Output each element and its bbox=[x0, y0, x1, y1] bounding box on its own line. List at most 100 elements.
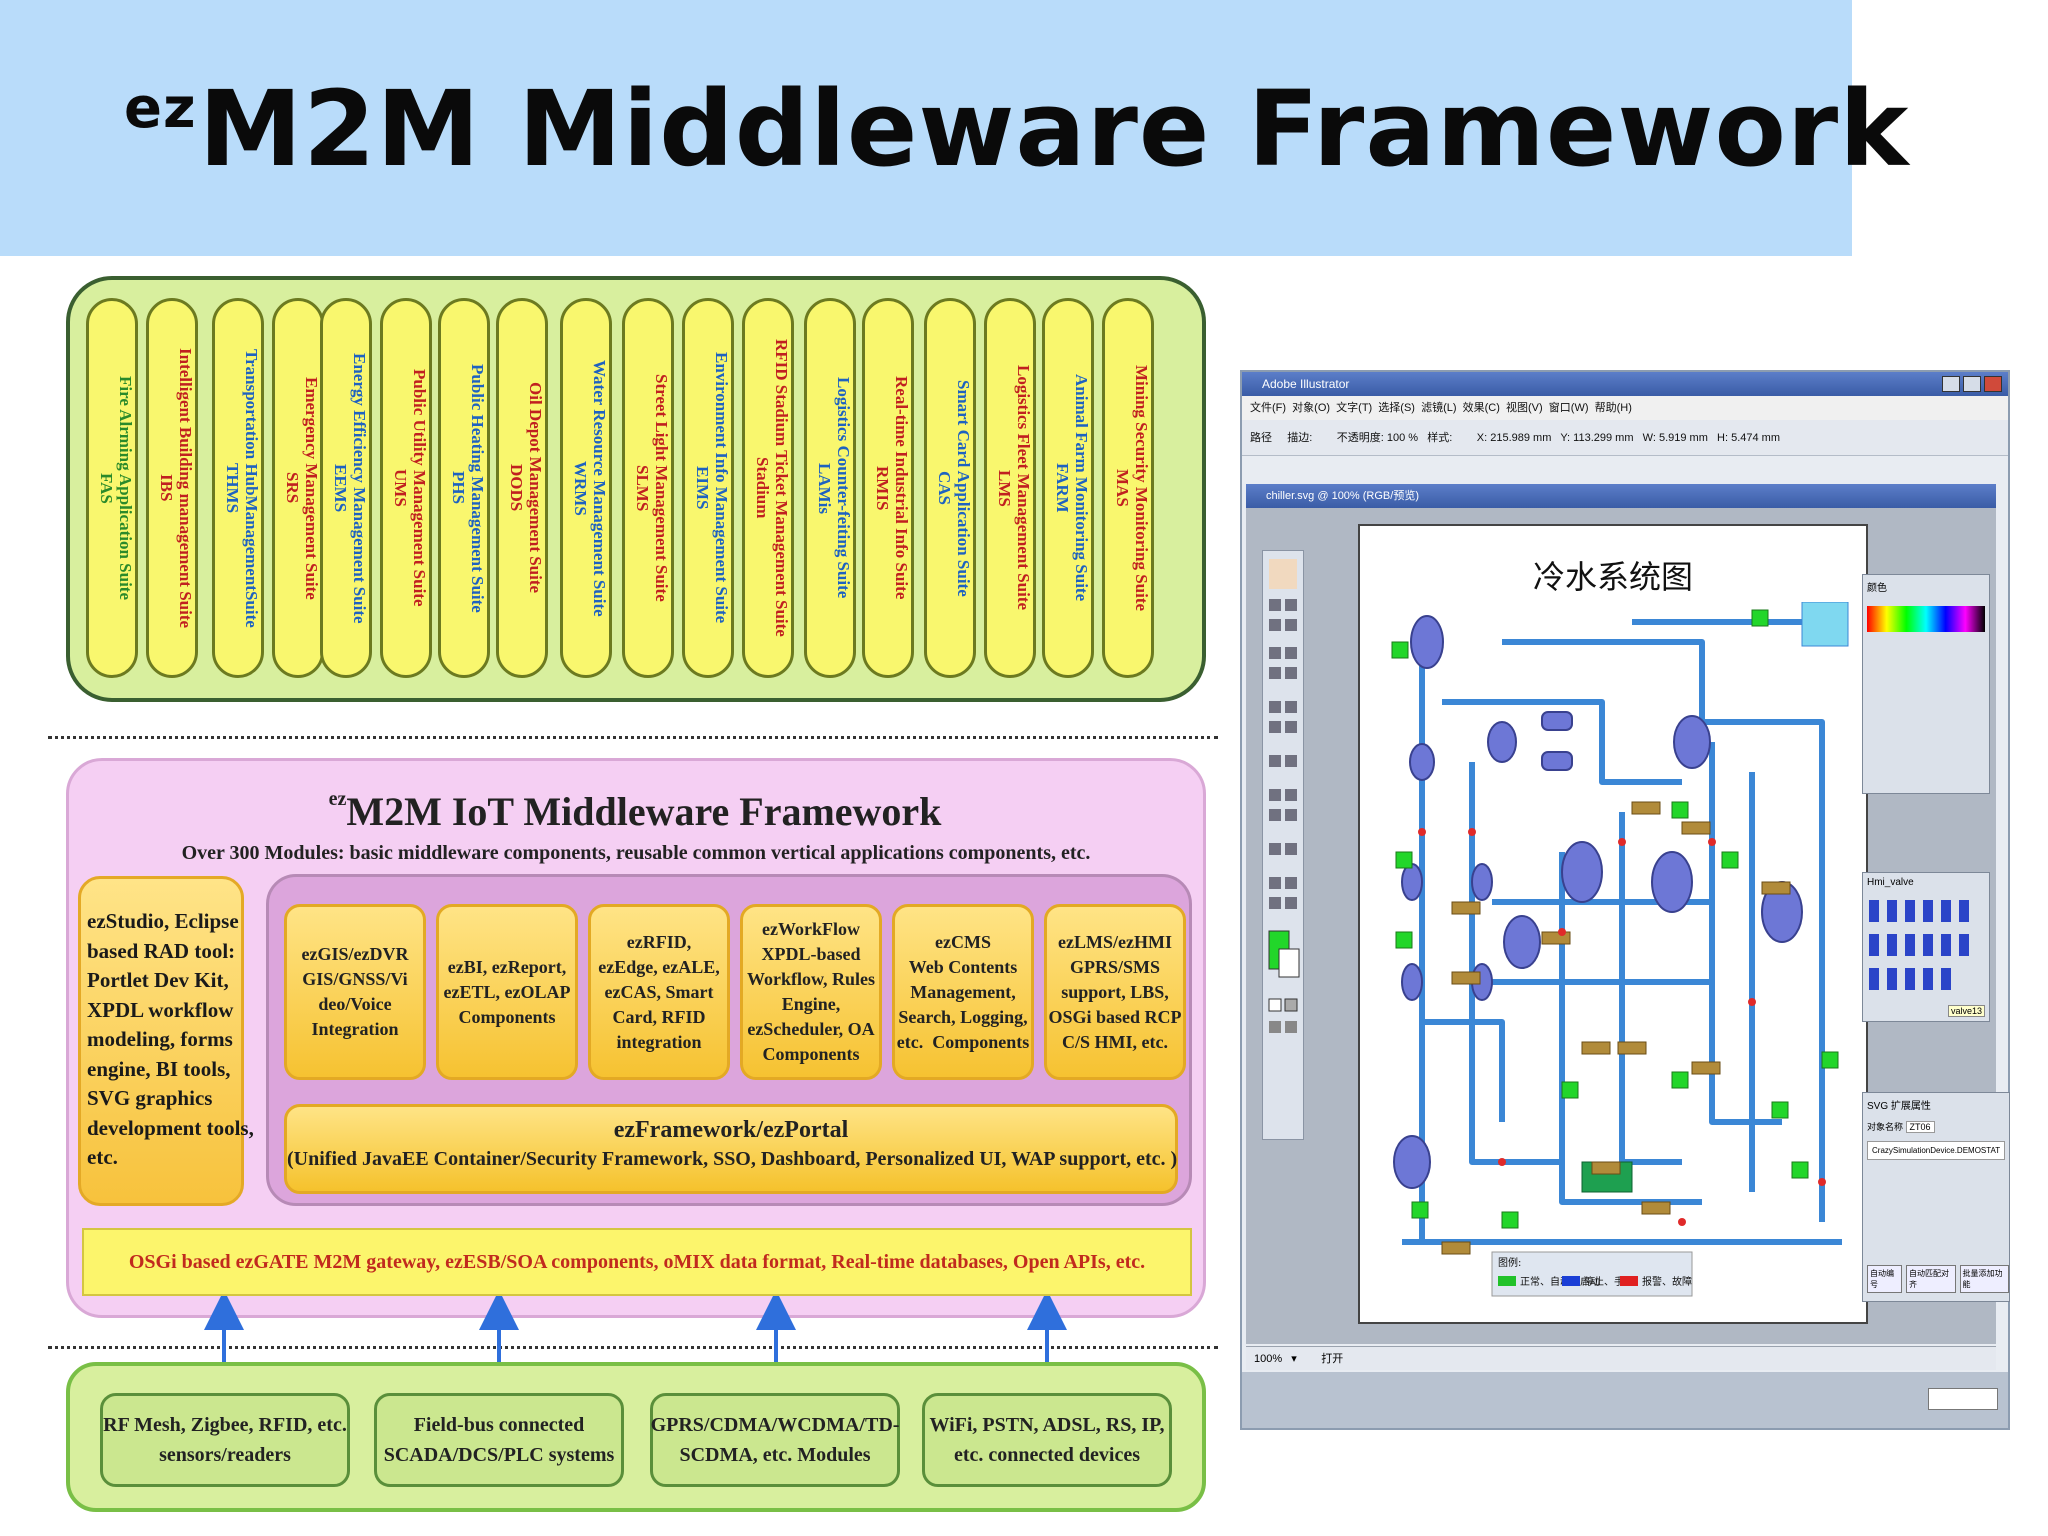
component-cms: ezCMS Web Contents Management, Search, L… bbox=[892, 904, 1034, 1080]
color-panel[interactable]: 颜色 bbox=[1862, 574, 1990, 794]
portal-description: (Unified JavaEE Container/Security Frame… bbox=[287, 1148, 1178, 1170]
suite-name: Logistics Counter-feiting Suite bbox=[834, 377, 853, 599]
portal-title: ezFramework/ezPortal bbox=[613, 1117, 849, 1143]
framework-subtitle: Over 300 Modules: basic middleware compo… bbox=[181, 842, 1091, 864]
suite-name: Intelligent Building management Suite bbox=[176, 347, 195, 629]
svg-properties-panel[interactable]: SVG 扩展属性 对象名称 ZT06 CrazySimulationDevice… bbox=[1862, 1092, 2010, 1302]
suite-code: THMS bbox=[223, 462, 242, 514]
suite-code: SRS bbox=[283, 472, 302, 504]
suite-code: MAS bbox=[1113, 469, 1132, 507]
symbols-panel[interactable]: Hmi_valve valve13 bbox=[1862, 872, 1990, 1022]
suite-name: RFID Stadium Ticket Management Suite bbox=[772, 339, 791, 637]
suite-name: Logistics Fleet Management Suite bbox=[1014, 365, 1033, 611]
suite-name: Mining Security Monitoring Suite bbox=[1132, 364, 1151, 612]
binding-field[interactable]: CrazySimulationDevice.DEMOSTAT bbox=[1867, 1141, 2005, 1160]
color-spectrum[interactable] bbox=[1867, 606, 1985, 632]
title-superscript: ez bbox=[124, 76, 197, 141]
suite-name: Real-time Industrial Info Suite bbox=[892, 376, 911, 600]
suite-name: Smart Card Application Suite bbox=[954, 379, 973, 597]
chiller-diagram[interactable]: 图例: 正常、自动、启动 停止、手动 报警、故障 bbox=[1382, 602, 1872, 1302]
suite-code: RMIS bbox=[873, 465, 892, 511]
component-gis-dvr: ezGIS/ezDVR GIS/GNSS/Vi deo/Voice Integr… bbox=[284, 904, 426, 1080]
valve-symbols[interactable] bbox=[1863, 892, 1989, 1012]
legend-title: 图例: bbox=[1498, 1256, 1521, 1269]
status-bar[interactable]: 100% ▾ 打开 bbox=[1246, 1346, 1996, 1370]
suite-name: Public Utility Management Suite bbox=[410, 369, 429, 607]
legend: 图例: 正常、自动、启动 停止、手动 报警、故障 bbox=[1491, 1251, 1693, 1297]
window-titlebar: Adobe Illustrator bbox=[1242, 372, 2008, 396]
svg-panel-title: SVG 扩展属性 bbox=[1867, 1101, 1931, 1112]
suite-name: Energy Efficiency Management Suite bbox=[350, 352, 369, 624]
symbols-panel-title: Hmi_valve bbox=[1867, 877, 1914, 888]
suite-code: EIMS bbox=[693, 466, 712, 510]
framework-portal-box: ezFramework/ezPortal (Unified JavaEE Con… bbox=[284, 1104, 1178, 1194]
color-panel-title: 颜色 bbox=[1867, 583, 1887, 594]
framework-title: ezM2M IoT Middleware Framework bbox=[0, 788, 1270, 835]
suite-name: Transportation HubManagementSuite bbox=[242, 348, 261, 628]
suite-name: Environment Info Management Suite bbox=[712, 352, 731, 624]
object-name-label: 对象名称 bbox=[1867, 1122, 1904, 1132]
suite-code: IBS bbox=[157, 474, 176, 502]
illustrator-screenshot: Adobe Illustrator 文件(F) 对象(O) 文字(T) 选择(S… bbox=[1240, 370, 2010, 1430]
suite-code: DODS bbox=[507, 464, 526, 512]
maximize-icon[interactable] bbox=[1963, 376, 1981, 392]
suite-name: Animal Farm Monitoring Suite bbox=[1072, 374, 1091, 602]
legend-swatch-1 bbox=[1498, 1276, 1516, 1286]
valve-tooltip: valve13 bbox=[1947, 1005, 1985, 1017]
suite-code: FAS bbox=[97, 472, 116, 504]
options-bar[interactable]: 路径 描边: 不透明度: 100 % 样式: X: 215.989 mm Y: … bbox=[1242, 420, 2008, 456]
suite-code: LAMis bbox=[815, 462, 834, 514]
suite-code: UMS bbox=[391, 469, 410, 507]
framework-title-superscript: ez bbox=[328, 788, 347, 810]
dotted-divider-bottom bbox=[48, 1346, 1218, 1349]
network-field-bus: Field-bus connected SCADA/DCS/PLC system… bbox=[374, 1393, 624, 1487]
close-icon[interactable] bbox=[1984, 376, 2002, 392]
auto-number-button[interactable]: 自动编号 bbox=[1867, 1265, 1902, 1293]
suite-code: SLMS bbox=[633, 464, 652, 512]
minimize-icon[interactable] bbox=[1942, 376, 1960, 392]
ime-indicator[interactable] bbox=[1928, 1388, 1998, 1410]
suite-code: Stadium bbox=[753, 457, 772, 519]
suite-name: Street Light Management Suite bbox=[652, 374, 671, 602]
gateway-bar: OSGi based ezGATE M2M gateway, ezESB/SOA… bbox=[82, 1228, 1192, 1296]
batch-add-button[interactable]: 批量添加功能 bbox=[1959, 1265, 2009, 1293]
suite-name: Emergency Management Suite bbox=[302, 376, 321, 600]
tools-panel[interactable] bbox=[1262, 550, 1304, 1140]
window-controls bbox=[1942, 376, 2002, 392]
tool-icons[interactable] bbox=[1263, 551, 1305, 1141]
legend-swatch-2 bbox=[1562, 1276, 1580, 1286]
studio-box: ezStudio, Eclipse based RAD tool: Portle… bbox=[78, 876, 254, 1206]
object-name-field[interactable]: ZT06 bbox=[1905, 1121, 1935, 1133]
suite-name: Water Resource Management Suite bbox=[590, 359, 609, 617]
legend-label-3: 报警、故障 bbox=[1642, 1275, 1692, 1288]
auto-align-button[interactable]: 自动匹配对齐 bbox=[1906, 1265, 1956, 1293]
component-rfid: ezRFID, ezEdge, ezALE, ezCAS, Smart Card… bbox=[588, 904, 730, 1080]
document-tab[interactable]: chiller.svg @ 100% (RGB/预览) bbox=[1246, 484, 1996, 508]
menu-bar[interactable]: 文件(F) 对象(O) 文字(T) 选择(S) 滤镜(L) 效果(C) 视图(V… bbox=[1242, 396, 2008, 420]
